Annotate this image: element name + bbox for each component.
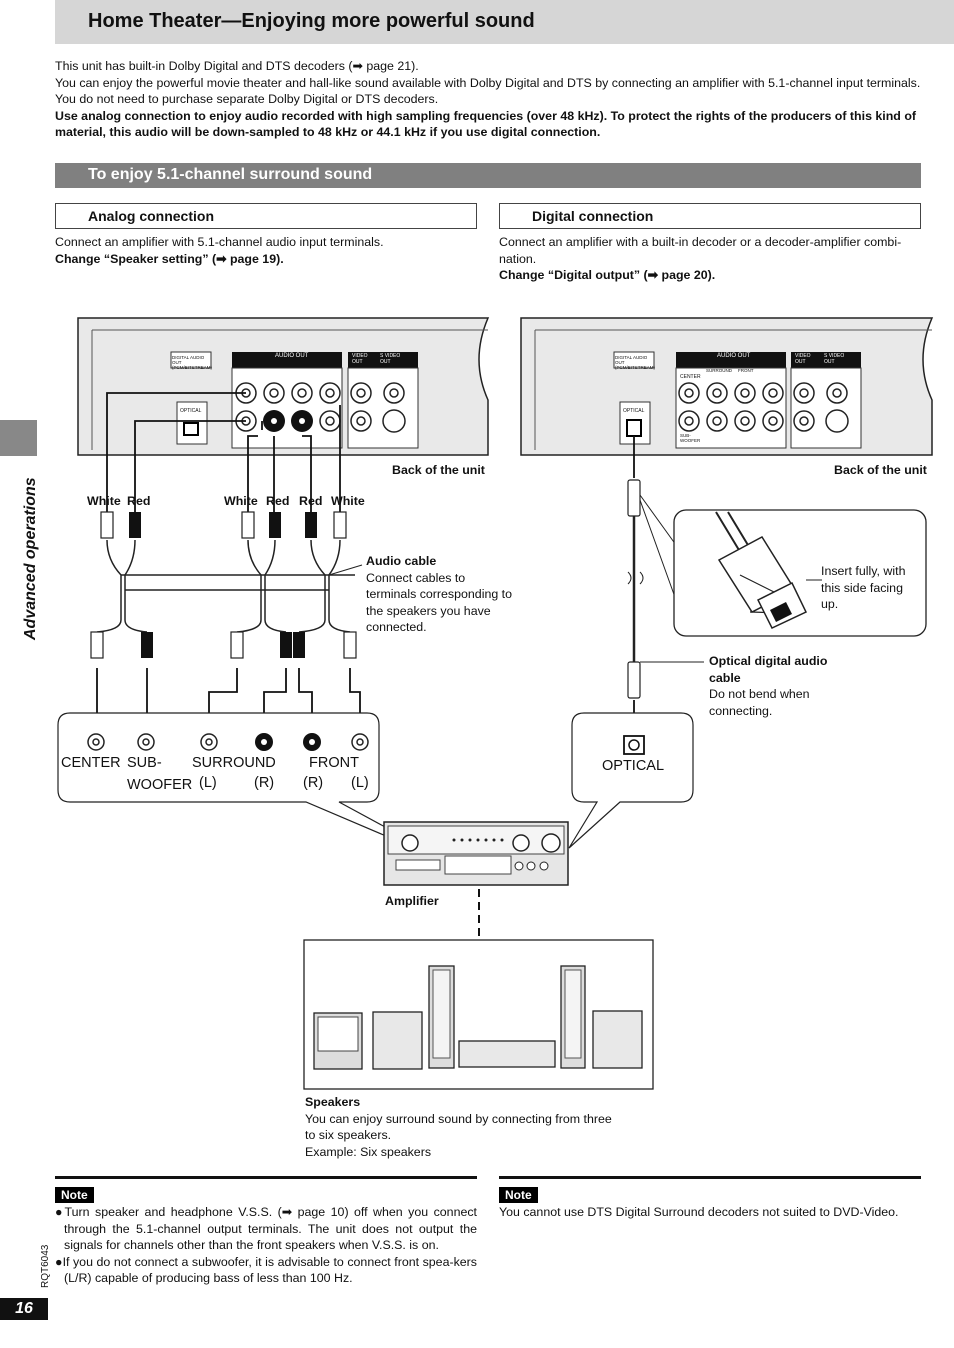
model-code: RQT6043 (40, 1244, 51, 1288)
audio-cable-desc: Connect cables to terminals correspondin… (366, 570, 513, 635)
unit-video-out-label-digital: VIDEO OUT (795, 353, 811, 365)
unit-video-out-label-analog: VIDEO OUT (352, 353, 368, 365)
unit-back-panel-digital (520, 317, 934, 456)
analog-description: Connect an amplifier with 5.1-channel au… (55, 234, 475, 267)
analog-cable-routing (106, 392, 341, 512)
unit-optical-label-analog: OPTICAL (180, 408, 202, 414)
digital-instruction: Change “Digital output” (➡ page 20). (499, 268, 716, 283)
speakers-caption: Speakers You can enjoy surround sound by… (305, 1094, 625, 1160)
digital-heading-box (499, 203, 921, 229)
note-left-item-2: ●If you do not connect a subwoofer, it i… (55, 1254, 477, 1286)
intro-line-2: You can enjoy the powerful movie theater… (55, 75, 921, 107)
intro-line-3: Use analog connection to enjoy audio rec… (55, 108, 917, 140)
unit-center-label: CENTER (680, 374, 701, 380)
plug-label-red-2: Red (266, 494, 290, 508)
amp-front-r-label: (R) (303, 775, 324, 791)
digital-desc: Connect an amplifier with a built-in dec… (499, 235, 902, 266)
amp-sub-label: SUB- (127, 755, 162, 771)
unit-woofer-label: WOOFER (680, 438, 701, 443)
analog-title: Analog connection (88, 208, 214, 224)
digital-description: Connect an amplifier with a built-in dec… (499, 234, 921, 284)
note-left: ●Turn speaker and headphone V.S.S. (➡ pa… (55, 1204, 477, 1287)
side-tab (0, 420, 37, 456)
unit-audio-out-label-digital: AUDIO OUT (717, 353, 751, 359)
plug-label-red-3: Red (299, 494, 323, 508)
page-title: Home Theater—Enjoying more powerful soun… (88, 10, 535, 32)
optical-plug-inset (673, 509, 927, 637)
amp-surround-l-label: (L) (199, 775, 217, 791)
speakers-illustration (303, 939, 654, 1090)
unit-optical-label-digital: OPTICAL (623, 408, 645, 414)
optical-cable-title: Optical digital audio cable (709, 654, 828, 685)
section-title: To enjoy 5.1-channel surround sound (88, 166, 373, 183)
insert-fully-note: Insert fully, with this side facing up. (821, 564, 906, 612)
note-rule-right (499, 1176, 921, 1179)
unit-back-panel-analog (77, 317, 490, 456)
plug-label-white-2: White (224, 494, 258, 508)
analog-plugs-top (100, 511, 347, 539)
unit-sub-label: SUB- (680, 433, 691, 438)
intro-text: This unit has built-in Dolby Digital and… (55, 58, 921, 141)
amplifier-label: Amplifier (385, 894, 439, 908)
plug-label-white-1: White (87, 494, 121, 508)
note-left-item-1: ●Turn speaker and headphone V.S.S. (➡ pa… (55, 1205, 477, 1253)
note-badge-left: Note (55, 1187, 94, 1203)
unit-svideo-out-label-analog: S VIDEO OUT (380, 353, 401, 365)
audio-cable-title: Audio cable (366, 554, 437, 568)
amp-optical-label: OPTICAL (602, 758, 665, 774)
digital-amp-terminal-bubble (568, 712, 694, 849)
digital-title: Digital connection (532, 208, 654, 224)
page-number: 16 (0, 1298, 48, 1320)
analog-back-label: Back of the unit (392, 463, 485, 477)
unit-digital-out-label-analog: DIGITAL AUDIO OUT (PCM/BITSTREAM) (172, 355, 212, 370)
amp-front-label: FRONT (309, 755, 359, 771)
amp-front-l-label: (L) (351, 775, 369, 791)
plug-label-red-1: Red (127, 494, 151, 508)
speakers-example: Example: Six speakers (305, 1144, 432, 1159)
unit-surround-label: SURROUND (706, 368, 733, 373)
analog-plugs-bottom (90, 631, 357, 659)
note-right: You cannot use DTS Digital Surround deco… (499, 1205, 899, 1219)
header-bar (55, 0, 954, 44)
section-bar (55, 163, 921, 188)
optical-cable-callout: Optical digital audio cable Do not bend … (709, 653, 849, 719)
unit-audio-out-label-analog: AUDIO OUT (275, 353, 309, 359)
amp-surround-r-label: (R) (254, 775, 275, 791)
digital-back-label: Back of the unit (834, 463, 927, 477)
amplifier-icon (383, 821, 569, 886)
analog-cable-bundles (96, 539, 355, 633)
unit-digital-out-label-digital: DIGITAL AUDIO OUT (PCM/BITSTREAM) (615, 355, 655, 370)
analog-instruction: Change “Speaker setting” (➡ page 19). (55, 251, 284, 266)
analog-heading-box (55, 203, 477, 229)
analog-amp-jacks (87, 733, 369, 751)
note-badge-right: Note (499, 1187, 538, 1203)
note-rule-left (55, 1176, 477, 1179)
amp-woofer-label: WOOFER (127, 777, 193, 793)
amp-surround-label: SURROUND (192, 755, 276, 771)
analog-desc: Connect an amplifier with 5.1-channel au… (55, 235, 384, 249)
speakers-title: Speakers (305, 1095, 361, 1109)
intro-line-1: This unit has built-in Dolby Digital and… (55, 59, 419, 73)
audio-cable-callout: Audio cable Connect cables to terminals … (366, 553, 516, 636)
speakers-desc: You can enjoy surround sound by connecti… (305, 1111, 612, 1143)
unit-front-label: FRONT (738, 368, 754, 373)
unit-svideo-out-label-digital: S VIDEO OUT (824, 353, 845, 365)
plug-label-white-3: White (331, 494, 365, 508)
amp-center-label: CENTER (61, 755, 121, 771)
optical-cable-desc: Do not bend when connecting. (709, 687, 810, 718)
